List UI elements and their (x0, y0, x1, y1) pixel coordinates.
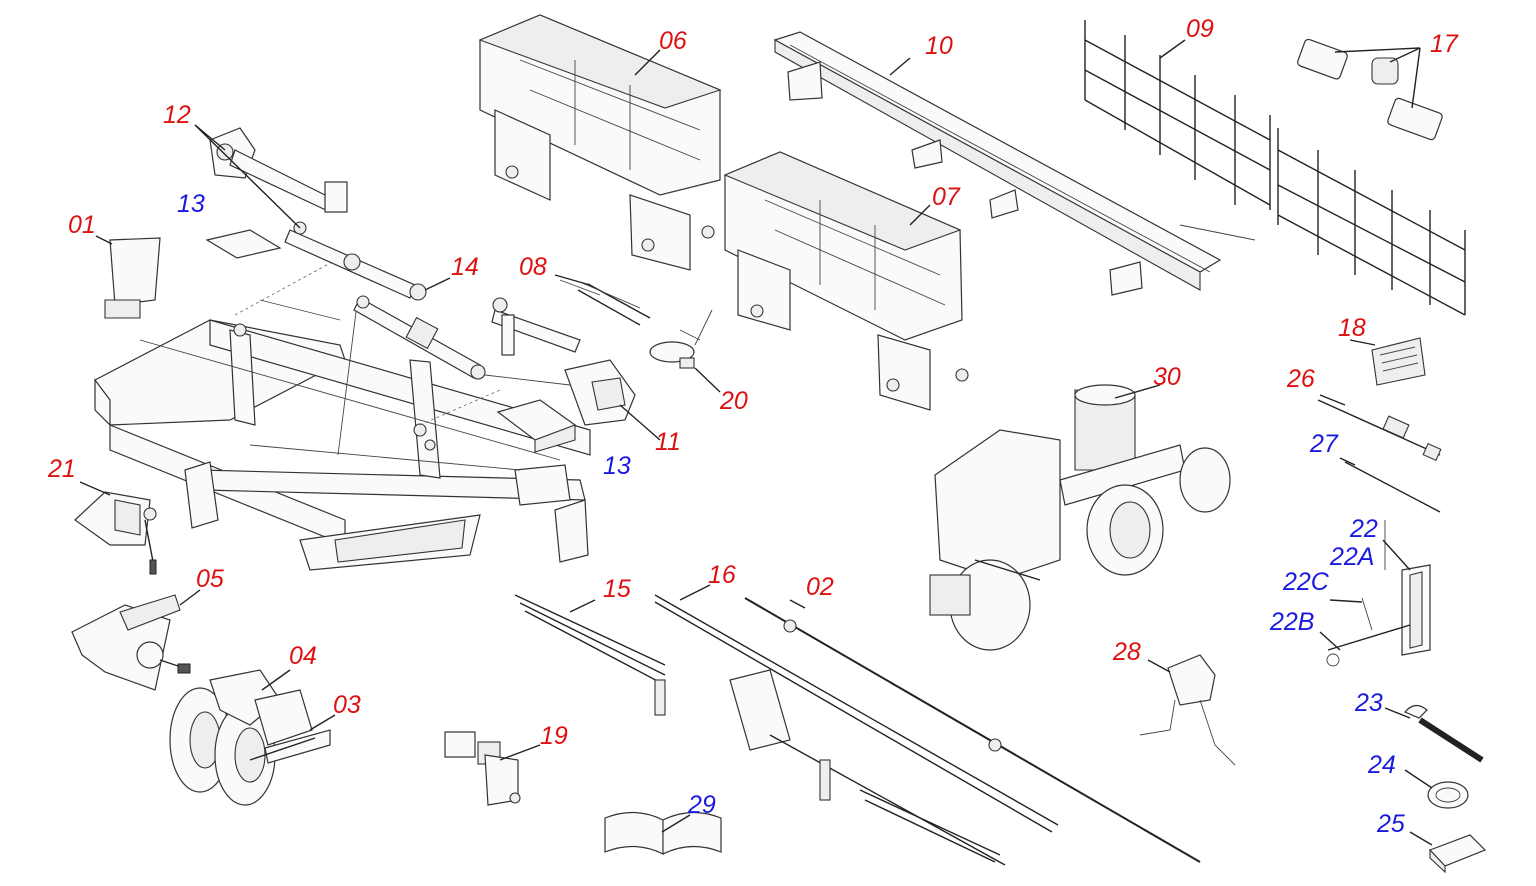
label-15: 15 (603, 575, 631, 603)
label-06: 06 (659, 27, 687, 55)
label-30: 30 (1153, 363, 1181, 391)
book-icon (604, 811, 722, 855)
part-06-seed-hopper (478, 14, 722, 271)
label-22B: 22B (1269, 608, 1314, 636)
label-11: 11 (655, 428, 681, 456)
label-23: 23 (1354, 689, 1383, 717)
part-12-arm-assembly (209, 127, 427, 301)
label-16: 16 (708, 561, 736, 589)
part-16-marker-arm (654, 594, 1059, 866)
label-07: 07 (932, 183, 961, 211)
label-21: 21 (47, 455, 76, 483)
part-30-planter-row-unit (929, 384, 1231, 651)
label-10: 10 (925, 32, 953, 60)
part-22-pin-bracket (1326, 520, 1431, 667)
part-24-hose-clamp (1427, 781, 1469, 809)
label-12: 12 (163, 101, 191, 129)
part-18-decal (1371, 337, 1426, 386)
part-10-walkway-platform (773, 31, 1222, 296)
part-26-shaft-coupler (1317, 399, 1442, 462)
part-14-hydraulic-cylinder (337, 295, 486, 456)
label-09: 09 (1186, 15, 1214, 43)
label-22C: 22C (1282, 568, 1330, 596)
part-02-drive-shaft (744, 597, 1201, 863)
label-01: 01 (68, 211, 96, 239)
label-04: 04 (289, 642, 317, 670)
part-13-wear-pads (205, 229, 577, 453)
part-01-main-frame (94, 237, 591, 571)
part-27-shaft (1344, 461, 1441, 513)
label-03: 03 (333, 691, 361, 719)
part-07-seed-hopper (723, 151, 969, 411)
part-labels: 01 02 03 04 05 06 07 08 09 10 11 12 13 1… (47, 15, 1459, 838)
part-19-sensor-bracket (444, 731, 521, 806)
label-25: 25 (1376, 810, 1405, 838)
part-11-arm-assembly (484, 297, 636, 426)
label-14: 14 (451, 253, 479, 281)
label-22: 22 (1349, 515, 1378, 543)
part-09-safety-railings (1084, 20, 1466, 316)
label-26: 26 (1286, 365, 1315, 393)
label-02: 02 (806, 573, 834, 601)
part-25-block (1428, 834, 1487, 874)
label-13a: 13 (177, 190, 205, 218)
part-23-wrench (1404, 704, 1484, 763)
label-24: 24 (1367, 751, 1396, 779)
label-19: 19 (540, 722, 568, 750)
label-18: 18 (1338, 314, 1366, 342)
label-27: 27 (1309, 430, 1339, 458)
label-08: 08 (519, 253, 547, 281)
leader-lines (79, 39, 1433, 846)
part-21-jack-stand (74, 491, 157, 575)
part-03-04-gauge-wheels (169, 669, 331, 806)
part-08-drive-shafts (559, 279, 651, 326)
label-17: 17 (1430, 30, 1459, 58)
label-05: 05 (196, 565, 224, 593)
part-20-mount-plate (649, 309, 713, 369)
label-29: 29 (687, 791, 716, 819)
part-17-lights (1297, 38, 1443, 141)
label-20: 20 (719, 387, 748, 415)
label-22A: 22A (1329, 543, 1374, 571)
part-28-sensor-module (1139, 654, 1236, 766)
label-28: 28 (1112, 638, 1141, 666)
part-05-drive-unit (71, 594, 191, 691)
part-15-marker-arm (514, 594, 666, 716)
label-13b: 13 (603, 452, 631, 480)
